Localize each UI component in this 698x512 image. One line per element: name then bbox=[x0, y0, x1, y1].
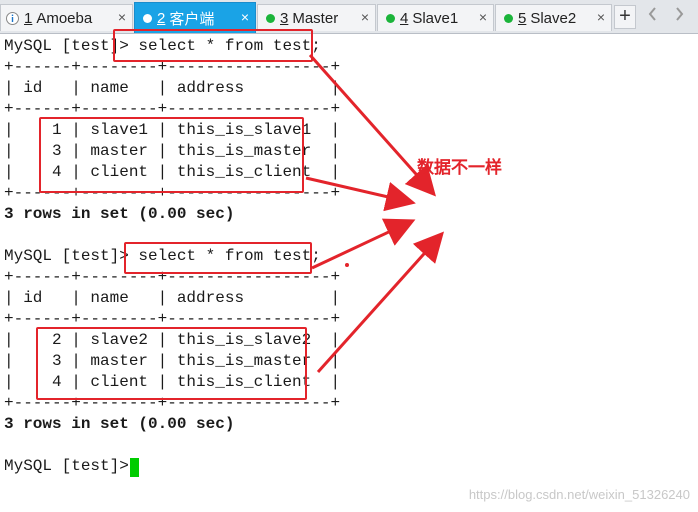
terminal-line: | 3 | master | this_is_master | bbox=[4, 142, 341, 160]
tab-slave2[interactable]: 5 Slave2 × bbox=[495, 4, 612, 31]
text-cursor bbox=[130, 458, 139, 477]
close-icon[interactable]: × bbox=[360, 9, 369, 25]
terminal-line: 3 rows in set (0.00 sec) bbox=[4, 205, 235, 223]
terminal-line: | 2 | slave2 | this_is_slave2 | bbox=[4, 331, 341, 349]
status-dot-icon bbox=[386, 13, 395, 23]
terminal-line: +------+--------+-----------------+ bbox=[4, 310, 341, 328]
tab-label: Master bbox=[292, 9, 339, 27]
terminal-line: | id | name | address | bbox=[4, 79, 341, 97]
tab-bar: 1 Amoeba × 2 客户端 × 3 Master × 4 Slave1 ×… bbox=[0, 0, 698, 34]
tab-number: 1 bbox=[24, 9, 33, 27]
terminal-prompt: MySQL [test]> bbox=[4, 457, 139, 475]
tab-number: 4 bbox=[400, 9, 409, 27]
close-icon[interactable]: × bbox=[478, 9, 487, 25]
status-dot-icon bbox=[504, 13, 513, 23]
annotation-label: 数据不一样 bbox=[417, 158, 502, 178]
highlight-box-query1 bbox=[113, 29, 313, 62]
terminal-line: | 4 | client | this_is_client | bbox=[4, 373, 341, 391]
add-tab-button[interactable]: + bbox=[614, 5, 636, 29]
close-icon[interactable]: × bbox=[240, 9, 249, 25]
tab-label: 客户端 bbox=[169, 10, 215, 28]
chevron-left-icon[interactable] bbox=[648, 7, 658, 24]
terminal-line: | id | name | address | bbox=[4, 289, 341, 307]
chevron-right-icon[interactable] bbox=[674, 7, 684, 24]
tab-number: 3 bbox=[280, 9, 289, 27]
terminal-line: +------+--------+-----------------+ bbox=[4, 100, 341, 118]
status-dot-icon bbox=[266, 13, 275, 23]
tab-number: 5 bbox=[518, 9, 527, 27]
close-icon[interactable]: × bbox=[117, 9, 126, 25]
tab-master[interactable]: 3 Master × bbox=[257, 4, 376, 31]
tab-label: Amoeba bbox=[36, 9, 93, 27]
close-icon[interactable]: × bbox=[596, 9, 605, 25]
tab-label: Slave2 bbox=[530, 9, 577, 27]
tab-label: Slave1 bbox=[412, 9, 459, 27]
highlight-box-query2 bbox=[124, 242, 312, 274]
terminal-line: +------+--------+-----------------+ bbox=[4, 184, 341, 202]
tab-client[interactable]: 2 客户端 × bbox=[134, 2, 256, 33]
tab-slave1[interactable]: 4 Slave1 × bbox=[377, 4, 494, 31]
info-icon bbox=[6, 11, 19, 25]
terminal-line: 3 rows in set (0.00 sec) bbox=[4, 415, 235, 433]
watermark: https://blog.csdn.net/weixin_51326240 bbox=[468, 487, 690, 502]
highlight-box-result1 bbox=[39, 117, 304, 193]
tab-number: 2 bbox=[157, 9, 166, 27]
highlight-box-result2 bbox=[36, 327, 307, 400]
status-dot-icon bbox=[143, 13, 152, 23]
tab-amoeba[interactable]: 1 Amoeba × bbox=[0, 4, 133, 31]
terminal-line: +------+--------+-----------------+ bbox=[4, 58, 341, 76]
terminal-output[interactable]: MySQL [test]> select * from test; +-----… bbox=[0, 34, 698, 512]
terminal-line: MySQL [test]> select * from test; bbox=[4, 247, 321, 265]
terminal-line: MySQL [test]> select * from test; bbox=[4, 37, 321, 55]
